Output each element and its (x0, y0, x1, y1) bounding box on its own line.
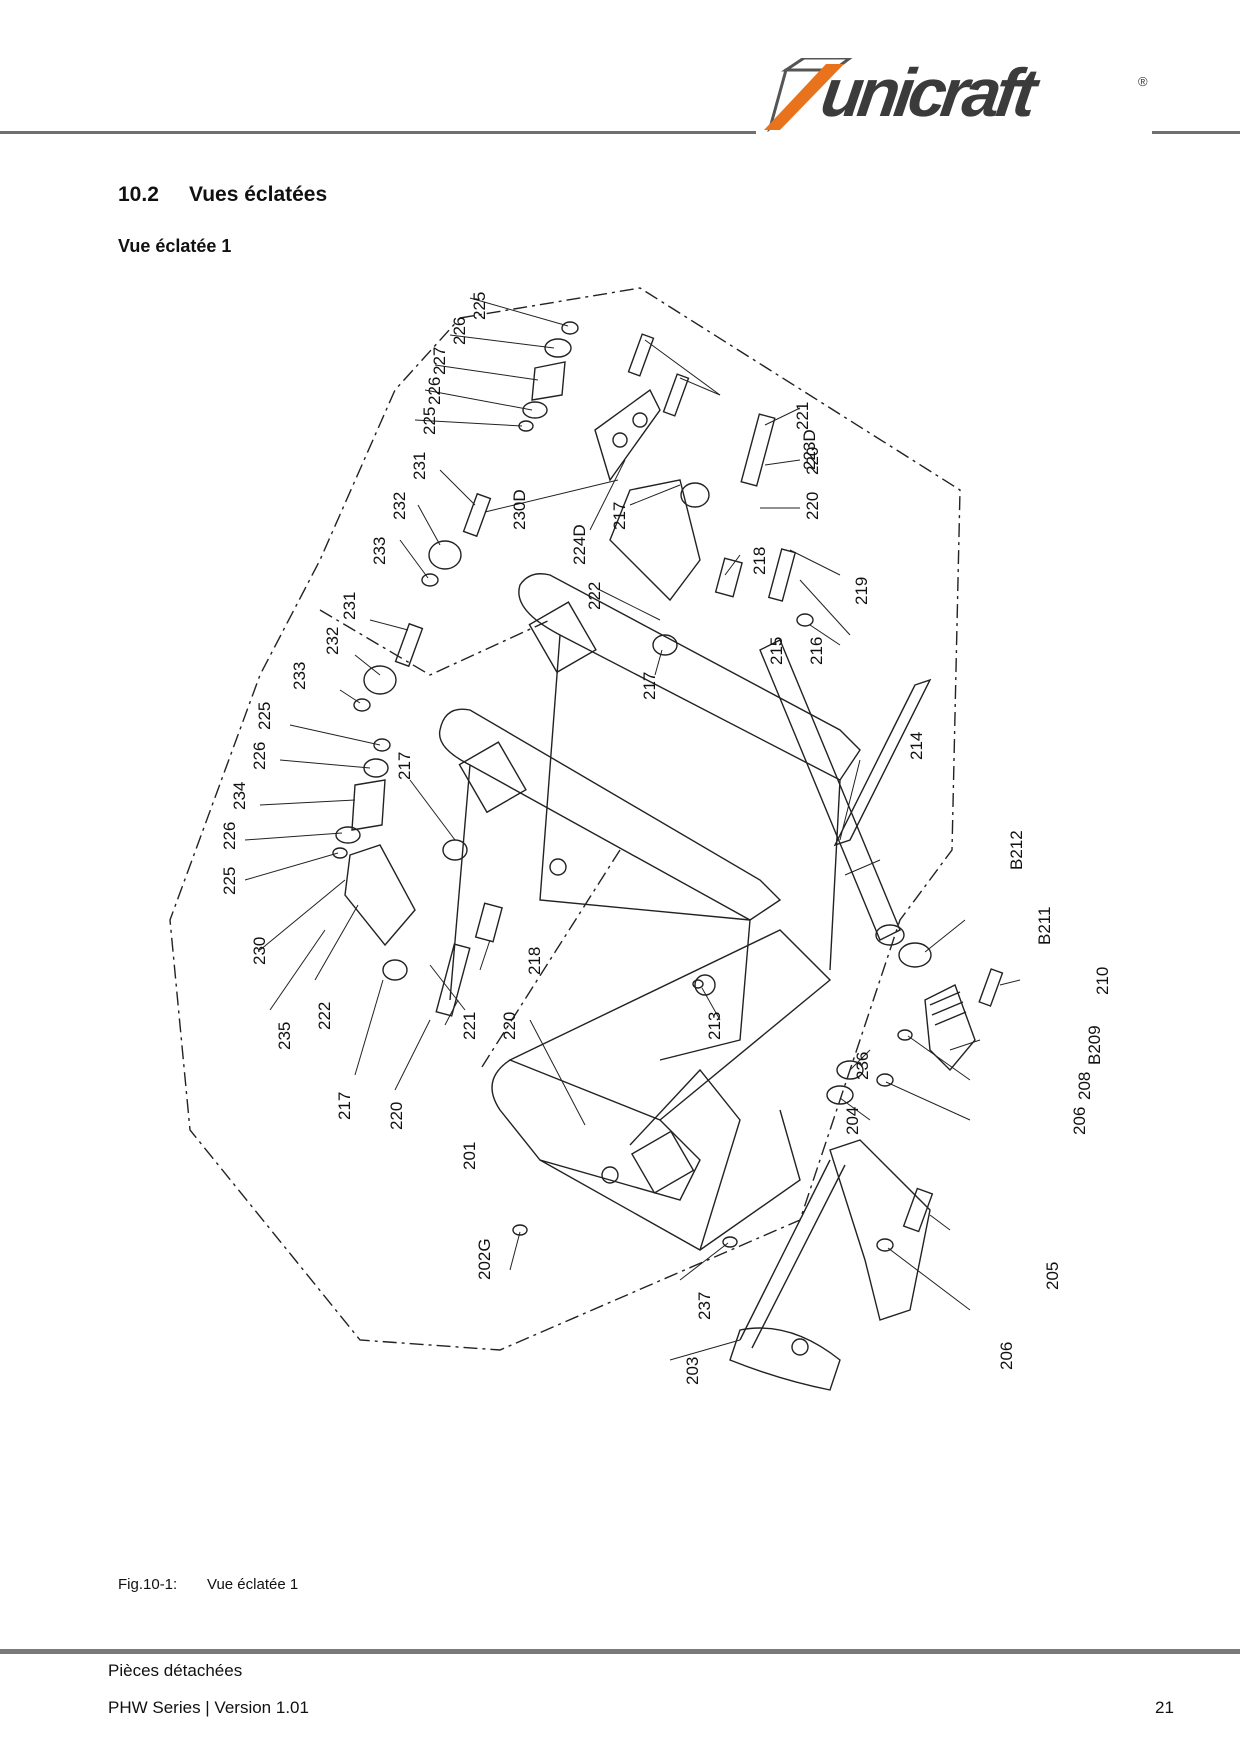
label-221: 221 (793, 402, 812, 430)
dashed-divider (319, 609, 551, 676)
label-237: 237 (695, 1292, 714, 1320)
logo-mark-icon (764, 58, 853, 132)
label-232: 232 (323, 627, 342, 655)
upper-bushing-stack (518, 321, 579, 432)
page-number: 21 (1155, 1698, 1174, 1717)
label-225: 225 (420, 407, 439, 435)
label-206: 206 (997, 1342, 1016, 1370)
footer-chapter: Pièces détachées (108, 1661, 243, 1680)
label-210: 210 (1093, 967, 1112, 995)
label-203: 203 (683, 1357, 702, 1385)
label-217: 217 (395, 752, 414, 780)
header-rule-left (0, 131, 756, 134)
header-rule-right (1152, 131, 1240, 134)
subsection-title: Vue éclatée 1 (118, 236, 232, 256)
label-204: 204 (843, 1107, 862, 1135)
label-224D: 224D (570, 524, 589, 565)
label-220: 220 (500, 1012, 519, 1040)
label-232: 232 (390, 492, 409, 520)
label-223D: 223D (800, 429, 819, 470)
label-222: 222 (315, 1002, 334, 1030)
label-222: 222 (585, 582, 604, 610)
label-231: 231 (340, 592, 359, 620)
label-225: 225 (470, 292, 489, 320)
label-214: 214 (907, 732, 926, 760)
logo-wordmark: unicraft (816, 55, 1037, 131)
section-number: 10.2 (118, 183, 159, 206)
label-206: 206 (1070, 1107, 1089, 1135)
label-205: 205 (1043, 1262, 1062, 1290)
label-226: 226 (450, 317, 469, 345)
label-221: 221 (460, 1012, 479, 1040)
footer-series-version: PHW Series | Version 1.01 (108, 1698, 309, 1717)
figure-caption: Vue éclatée 1 (207, 1576, 299, 1593)
leader-lines (244, 297, 1021, 1361)
unicraft-logo: unicraft ® (764, 55, 1148, 132)
label-213: 213 (705, 1012, 724, 1040)
dashed-divider-2 (479, 849, 621, 1071)
label-235: 235 (275, 1022, 294, 1050)
label-230D: 230D (510, 489, 529, 530)
label-219: 219 (852, 577, 871, 605)
label-B212: B212 (1007, 830, 1026, 870)
label-217: 217 (640, 672, 659, 700)
label-227: 227 (430, 347, 449, 375)
label-225: 225 (255, 702, 274, 730)
label-218: 218 (750, 547, 769, 575)
label-202G: 202G (475, 1238, 494, 1280)
figure-number: Fig.10-1: (118, 1576, 178, 1593)
label-236: 236 (853, 1052, 872, 1080)
label-220: 220 (803, 447, 822, 475)
label-226: 226 (425, 377, 444, 405)
label-218: 218 (525, 947, 544, 975)
logo-registered-mark: ® (1138, 74, 1148, 89)
label-217: 217 (335, 1092, 354, 1120)
label-217: 217 (610, 502, 629, 530)
label-B209: B209 (1085, 1025, 1104, 1065)
label-230: 230 (250, 937, 269, 965)
label-220: 220 (387, 1102, 406, 1130)
label-231: 231 (410, 452, 429, 480)
label-226: 226 (220, 822, 239, 850)
label-216: 216 (807, 637, 826, 665)
label-220: 220 (803, 492, 822, 520)
label-B211: B211 (1035, 907, 1054, 945)
footer-rule (0, 1649, 1240, 1654)
label-234: 234 (230, 782, 249, 810)
label-208: 208 (1075, 1072, 1094, 1100)
fork-frame (438, 573, 861, 1251)
label-233: 233 (370, 537, 389, 565)
section-title: Vues éclatées (189, 183, 328, 206)
label-215: 215 (767, 637, 786, 665)
part-labels: 225 226 227 226 225 223D 221 220 220 231… (220, 292, 1112, 1385)
label-225: 225 (220, 867, 239, 895)
dashed-boundary (169, 287, 961, 1351)
label-201: 201 (460, 1142, 479, 1170)
label-226: 226 (250, 742, 269, 770)
label-233: 233 (290, 662, 309, 690)
exploded-view-diagram: 225 226 227 226 225 223D 221 220 220 231… (169, 287, 1112, 1391)
